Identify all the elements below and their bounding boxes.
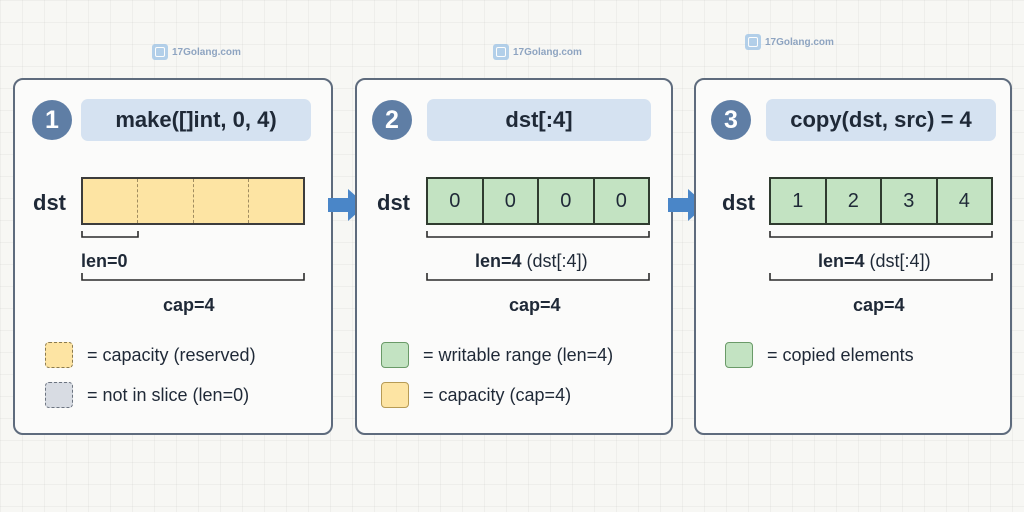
slice-cell (137, 179, 192, 223)
legend-item: = capacity (reserved) (45, 342, 256, 368)
cap-brace (81, 273, 305, 281)
variable-label: dst (722, 190, 755, 215)
step-panel-2: 2 dst[:4] dst 0 0 0 0 len=4 (dst[:4]) ca… (355, 78, 673, 435)
legend-text: = not in slice (len=0) (87, 384, 250, 405)
variable-label: dst (377, 190, 410, 215)
slice-cell (247, 179, 303, 223)
slice-cell: 2 (824, 179, 880, 223)
code-expression: make([]int, 0, 4) (81, 99, 311, 141)
len-brace (769, 231, 993, 238)
slice-cell (83, 179, 137, 223)
legend-swatch-writable (381, 342, 409, 368)
watermark: 17Golang.com (493, 44, 582, 60)
legend-text: = capacity (reserved) (87, 344, 256, 365)
step-panel-3: 3 copy(dst, src) = 4 dst 1 2 3 4 len=4 (… (694, 78, 1012, 435)
slice-cell: 0 (428, 179, 482, 223)
len-label: len=0 (81, 251, 128, 271)
code-expression: copy(dst, src) = 4 (766, 99, 996, 141)
slice-cell: 0 (592, 179, 648, 223)
code-expression: dst[:4] (427, 99, 651, 141)
watermark: 17Golang.com (745, 34, 834, 50)
cap-brace (426, 273, 650, 281)
cap-brace (769, 273, 993, 281)
watermark: 17Golang.com (152, 44, 241, 60)
legend-item: = capacity (cap=4) (381, 382, 571, 408)
legend-item: = writable range (len=4) (381, 342, 613, 368)
step-number-badge: 1 (32, 100, 72, 140)
slice-cell: 3 (880, 179, 936, 223)
legend-swatch-not-in-slice (45, 382, 73, 408)
cap-label: cap=4 (853, 295, 905, 315)
legend-item: = not in slice (len=0) (45, 382, 249, 408)
len-label: len=4 (dst[:4]) (475, 251, 588, 271)
len-brace (426, 231, 650, 238)
cap-label: cap=4 (509, 295, 561, 315)
variable-label: dst (33, 190, 66, 215)
slice-cell (192, 179, 248, 223)
slice-cell: 0 (481, 179, 537, 223)
slice-cell: 0 (537, 179, 593, 223)
slice-cells: 0 0 0 0 (426, 177, 650, 225)
watermark-logo-icon (493, 44, 509, 60)
slice-cells: 1 2 3 4 (769, 177, 993, 225)
len-label: len=4 (dst[:4]) (818, 251, 931, 271)
len-brace (81, 231, 139, 238)
legend-swatch-copied (725, 342, 753, 368)
legend-text: = capacity (cap=4) (423, 384, 572, 405)
slice-cell: 1 (771, 179, 825, 223)
step-number-badge: 2 (372, 100, 412, 140)
step-number-badge: 3 (711, 100, 751, 140)
legend-text: = writable range (len=4) (423, 344, 614, 365)
legend-swatch-capacity (45, 342, 73, 368)
legend-item: = copied elements (725, 342, 914, 368)
watermark-logo-icon (152, 44, 168, 60)
cap-label: cap=4 (163, 295, 215, 315)
slice-cell: 4 (935, 179, 991, 223)
watermark-logo-icon (745, 34, 761, 50)
legend-swatch-capacity (381, 382, 409, 408)
legend-text: = copied elements (767, 344, 914, 365)
step-panel-1: 1 make([]int, 0, 4) dst len=0 cap=4 = ca… (13, 78, 333, 435)
slice-cells (81, 177, 305, 225)
